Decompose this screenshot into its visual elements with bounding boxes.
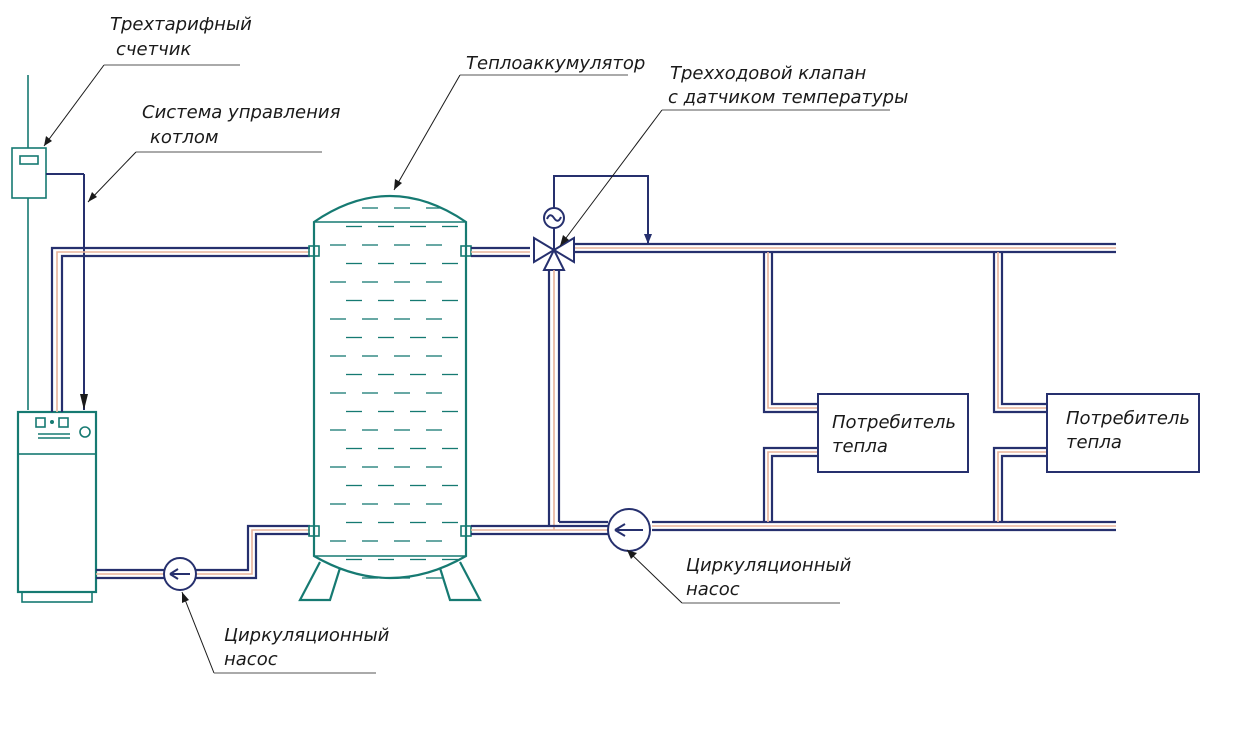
right-pump-label-line1: Циркуляционный [686,555,852,576]
valve-bypass-pipe [547,270,561,530]
return-main-pipe [471,520,1116,536]
heat-consumer-1: Потребитель тепла [817,393,969,473]
callout-control-system: Система управления котлом [80,102,341,410]
consumer-1-branches [762,252,818,522]
accumulator-label: Теплоаккумулятор [466,53,645,74]
consumer-1-label-line2: тепла [832,436,888,457]
meter-label-line1: Трехтарифный [110,14,252,35]
callout-left-pump: Циркуляционный насос [181,591,390,674]
consumer-2-branches [992,252,1047,522]
heat-consumer-2: Потребитель тепла [1046,393,1200,473]
valve-label-line1: Трехходовой клапан [670,63,867,84]
callout-right-pump: Циркуляционный насос [626,549,852,604]
three-tariff-meter [11,147,85,410]
consumer-1-label-line1: Потребитель [832,412,956,433]
left-pump-label-line1: Циркуляционный [224,625,390,646]
left-circulation-pump [163,557,197,591]
boiler-supply-pipe [50,246,310,412]
tank-water-level-lines [330,207,458,579]
callout-accumulator: Теплоаккумулятор [393,53,645,191]
callout-three-way-valve: Трехходовой клапан с датчиком температур… [559,63,908,247]
meter-label-line2: счетчик [116,39,191,60]
left-pump-label-line2: насос [224,649,278,670]
valve-label-line2: с датчиком температуры [668,87,908,108]
heat-accumulator-tank [298,194,482,602]
temperature-sensor-icon [543,175,652,244]
consumer-2-label-line2: тепла [1066,432,1122,453]
callout-meter: Трехтарифный счетчик [43,14,252,147]
control-label-line2: котлом [150,127,218,148]
three-way-valve [533,228,575,271]
consumer-2-label-line1: Потребитель [1066,408,1190,429]
supply-main-pipe [471,242,1116,258]
right-circulation-pump [607,508,651,552]
control-label-line1: Система управления [142,102,341,123]
right-pump-label-line2: насос [686,579,740,600]
boiler-return-pipe [96,524,310,580]
electric-boiler [16,410,98,603]
